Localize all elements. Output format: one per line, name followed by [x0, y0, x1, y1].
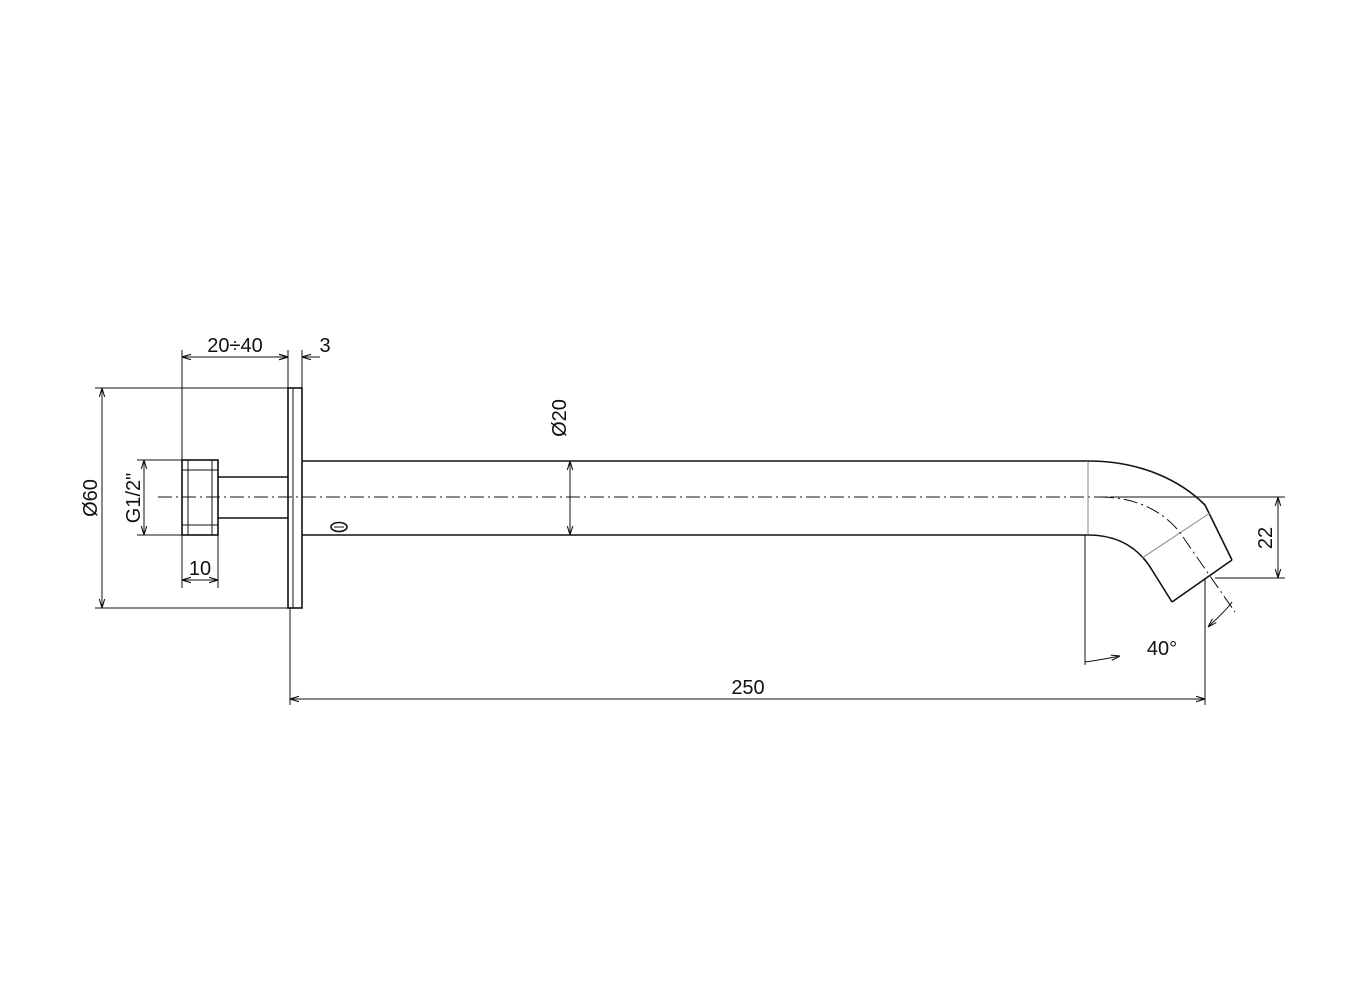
dim-thread: G1/2" — [123, 459, 182, 536]
dim-flange-thickness-label: 3 — [319, 335, 330, 357]
dim-spout-diameter: Ø20 — [549, 399, 571, 535]
dim-rosette-diameter-label: Ø60 — [80, 479, 102, 517]
dim-spout-diameter-label: Ø20 — [549, 399, 571, 437]
dim-outlet-drop: 22 — [1110, 496, 1285, 579]
dim-projection: 250 — [289, 578, 1206, 705]
dim-outlet-angle: 40° — [1084, 535, 1233, 665]
threaded-connector — [181, 459, 219, 536]
dim-connector-length-label: 10 — [189, 558, 211, 580]
dim-rosette-diameter: Ø60 — [80, 387, 288, 609]
connector-shaft — [218, 476, 288, 519]
wall-rosette — [287, 387, 303, 609]
spout-body — [302, 460, 1236, 613]
dim-insert-depth: 20÷40 — [181, 335, 289, 460]
dim-flange-thickness: 3 — [272, 335, 331, 388]
dim-outlet-drop-label: 22 — [1255, 527, 1277, 549]
dim-projection-label: 250 — [731, 677, 764, 699]
dim-connector-length: 10 — [181, 535, 219, 588]
dim-thread-label: G1/2" — [123, 473, 145, 523]
dim-outlet-angle-label: 40° — [1147, 638, 1177, 660]
dim-insert-depth-label: 20÷40 — [207, 335, 262, 357]
grub-screw-icon — [330, 521, 348, 533]
